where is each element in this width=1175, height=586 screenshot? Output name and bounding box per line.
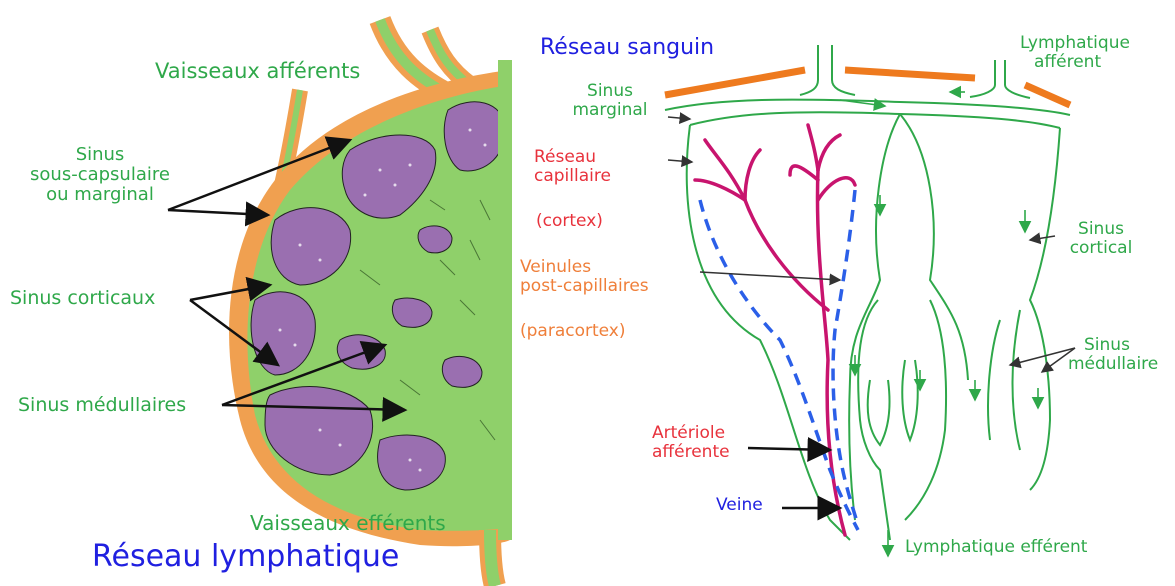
label-line: médullaire (1068, 355, 1158, 374)
label-veine: Veine (716, 496, 763, 515)
label-reseau-capillaire: Réseau capillaire (534, 148, 611, 185)
label-cortex: (cortex) (536, 212, 603, 231)
label-paracortex: (paracortex) (520, 322, 626, 341)
sinus-outlines (687, 114, 1060, 540)
title-reseau-sanguin: Réseau sanguin (540, 36, 714, 60)
label-veinules-post-capillaires: Veinules post-capillaires (520, 258, 649, 295)
label-line: Artériole (652, 424, 730, 443)
label-line: marginal (555, 101, 665, 120)
title-reseau-lymphatique: Réseau lymphatique (92, 540, 399, 573)
label-line: afférente (652, 443, 730, 462)
label-line: post-capillaires (520, 277, 649, 296)
label-line: afférent (1020, 53, 1130, 72)
medullary-trunk (498, 60, 512, 540)
label-line: Sinus (20, 145, 180, 165)
label-line: cortical (1056, 239, 1146, 258)
label-sinus-cortical: Sinus cortical (1056, 220, 1146, 257)
blood-network-diagram (665, 45, 1070, 556)
lymph-node-section (229, 20, 512, 586)
label-line: Veinules (520, 258, 649, 277)
label-line: capillaire (534, 167, 611, 186)
capsule-bar (845, 70, 975, 78)
label-line: Sinus (555, 82, 665, 101)
label-sinus-sous-capsulaire: Sinus sous-capsulaire ou marginal (20, 145, 180, 204)
label-line: ou marginal (20, 185, 180, 205)
capsule-bar (665, 70, 805, 95)
label-sinus-marginal: Sinus marginal (555, 82, 665, 119)
label-line: Sinus (1068, 336, 1158, 355)
label-line: sous-capsulaire (20, 165, 180, 185)
label-sinus-medullaires: Sinus médullaires (18, 395, 186, 416)
label-line: Lymphatique (1020, 34, 1130, 53)
label-line: Réseau (534, 148, 611, 167)
label-arteriole-afferente: Artériole afférente (652, 424, 730, 461)
label-lymphatique-afferent: Lymphatique afférent (1020, 34, 1130, 71)
label-vaisseaux-efferents: Vaisseaux efférents (250, 512, 446, 534)
label-vaisseaux-afferents: Vaisseaux afférents (155, 60, 360, 83)
capsule-bar (1025, 85, 1070, 105)
label-sinus-medullaire: Sinus médullaire (1068, 336, 1158, 373)
label-line: Sinus (1056, 220, 1146, 239)
label-lymphatique-efferent: Lymphatique efférent (905, 538, 1087, 557)
label-sinus-corticaux: Sinus corticaux (10, 288, 155, 309)
